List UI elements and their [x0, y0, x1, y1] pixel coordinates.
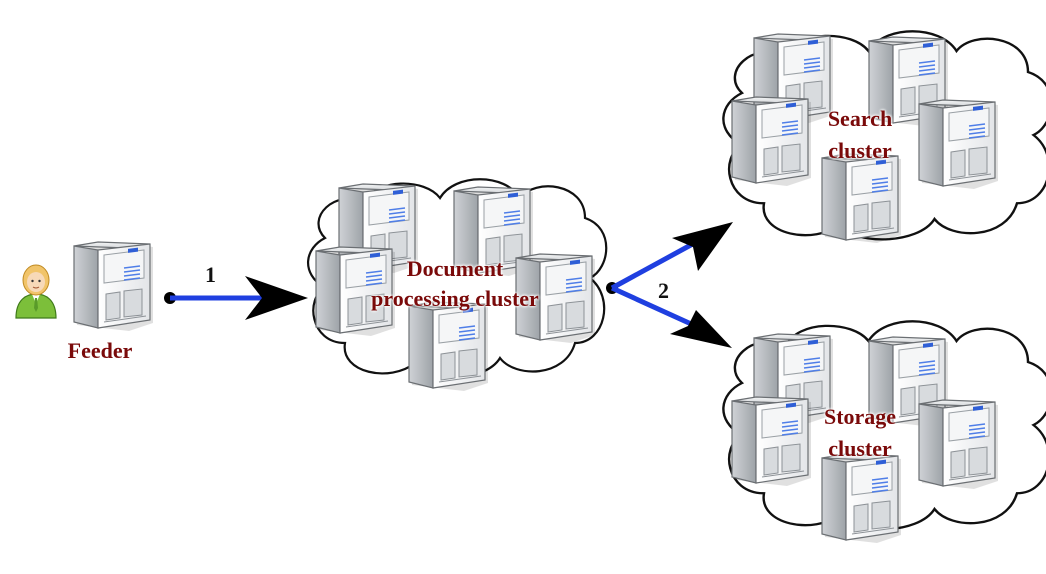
edge-2-label: 2 [658, 278, 669, 303]
feeder-person-icon [15, 264, 57, 319]
arrowhead-icon [245, 276, 308, 320]
doc-cluster-title-line1: Document [406, 256, 504, 281]
storage-cluster [722, 320, 1046, 544]
doc-server-icon [408, 301, 489, 392]
doc-cluster-title-line2: processing cluster [371, 286, 539, 311]
edge-2 [606, 222, 733, 348]
edge-1-label: 1 [205, 262, 216, 287]
storage-server-icon [821, 453, 902, 544]
feeder-label: Feeder [67, 338, 133, 363]
storage-cluster-title-line2: cluster [828, 436, 892, 461]
storage-cluster-title-line1: Storage [823, 404, 897, 429]
storage-server-icon [918, 399, 999, 490]
arrowhead-icon [670, 310, 732, 348]
search-cluster-title-line1: Search [827, 106, 893, 131]
search-cluster-title-line2: cluster [828, 138, 892, 163]
edge-1 [164, 276, 308, 320]
feeder-server-icon [73, 241, 154, 332]
search-server-icon [918, 99, 999, 190]
search-server-icon [821, 153, 902, 244]
arrowhead-icon [672, 222, 733, 271]
